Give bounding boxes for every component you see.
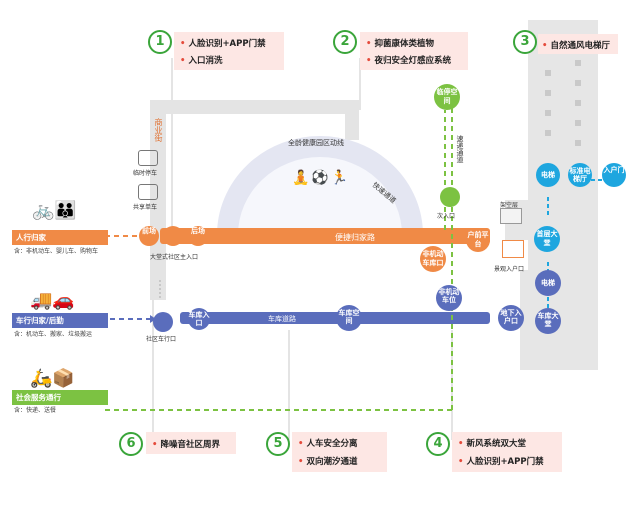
service-desc: 含：快递、送餐 <box>14 407 57 414</box>
step-6-box <box>146 432 236 454</box>
step-2-item-1: •抑菌康体类植物 <box>366 39 434 49</box>
secondary-entrance-label: 次入口 <box>437 213 456 220</box>
health-loop-arc <box>217 136 423 236</box>
service-icons: 🛵📦 <box>30 368 75 389</box>
car-path <box>180 312 490 324</box>
step-5-box <box>292 432 387 472</box>
car-gate-label: 社区车行口 <box>146 336 177 343</box>
household-entrance-badge: 入户门 <box>602 163 626 187</box>
scenic-entrance-icon <box>502 240 524 258</box>
step-1-number: 1 <box>148 30 172 54</box>
step-3-box <box>538 34 618 54</box>
commercial-street-label: 商业街 <box>154 118 163 142</box>
step-5-number: 5 <box>266 432 290 456</box>
step-1-box <box>174 32 284 70</box>
step-4-number: 4 <box>426 432 450 456</box>
pavilion-icon <box>500 208 522 224</box>
step-2-number: 2 <box>333 30 357 54</box>
step-6-item-1: •降噪音社区周界 <box>152 440 220 450</box>
walk-title: 人行归家 <box>12 230 108 245</box>
temp-parking-icon <box>138 150 158 166</box>
plaza-badge: 前场 <box>139 226 159 246</box>
step-5-item-2: •双向潮汐通道 <box>298 457 358 467</box>
nonmotor-space-badge: 非机动车位 <box>436 285 462 311</box>
plaza2-badge: 后场 <box>188 226 208 246</box>
walk-icons: 🚲👪 <box>32 200 77 221</box>
pavilion-label: 架空层 <box>500 202 519 209</box>
walk-desc: 含：非机动车、婴儿车、购物车 <box>14 248 99 255</box>
elevator2-badge: 电梯 <box>535 270 561 296</box>
garage-lobby-badge: 车库大堂 <box>535 308 561 334</box>
neg-pressure-badge: 标准电梯厅 <box>568 163 592 187</box>
step-3-item-1: •自然通风电梯厅 <box>542 41 610 51</box>
express-channel-label: 速递通道 <box>456 135 464 163</box>
lobby-ground-badge: 首层大堂 <box>534 226 560 252</box>
step-4-item-1: •新风系统双大堂 <box>458 439 526 449</box>
step-3-number: 3 <box>513 30 537 54</box>
convenient-path-label: 便捷归家路 <box>335 233 375 242</box>
stop-space-badge: 临停空间 <box>434 84 460 110</box>
car-gate-icon <box>153 312 173 332</box>
health-icons: 🧘⚽🏃 <box>292 170 351 186</box>
step-2-box <box>360 32 468 70</box>
underground-entrance-badge: 地下入户口 <box>498 305 524 331</box>
main-entrance-icon <box>163 226 183 246</box>
shared-bike-label: 共享单车 <box>133 204 158 211</box>
step-1-item-2: •入口消洗 <box>180 56 223 66</box>
step-5-item-1: •人车安全分离 <box>298 439 358 449</box>
service-title: 社会服务通行 <box>12 390 108 405</box>
step-4-item-2: •人脸识别+APP门禁 <box>458 457 544 467</box>
car-icons: 🚚🚗 <box>30 290 75 311</box>
elevator1-badge: 电梯 <box>536 163 560 187</box>
step-6-number: 6 <box>119 432 143 456</box>
garage-entrance-badge: 车库入口 <box>188 308 210 330</box>
step-1-item-1: •人脸识别+APP门禁 <box>180 39 266 49</box>
health-loop-label: 全龄健康园区动线 <box>288 139 344 147</box>
scenic-entrance-label: 景观入户口 <box>494 266 525 273</box>
car-title: 车行归家/后勤 <box>12 313 108 328</box>
car-desc: 含：机动车、搬家、垃圾搬运 <box>14 331 93 338</box>
nonmotor-garage-badge: 非机动车库口 <box>420 246 446 272</box>
main-entrance-label: 大堂式社区主入口 <box>150 254 199 261</box>
walk-path <box>160 228 490 244</box>
garage-space-badge: 车库空间 <box>336 305 362 331</box>
garage-road-label: 车库道路 <box>268 315 296 323</box>
home-platform-badge: 户前平台 <box>466 228 490 252</box>
temp-parking-label: 临时停车 <box>133 170 158 177</box>
shared-bike-icon <box>138 184 158 200</box>
step-4-box <box>452 432 562 472</box>
step-2-item-2: •夜归安全灯感应系统 <box>366 56 451 66</box>
secondary-entrance-icon <box>440 187 460 207</box>
